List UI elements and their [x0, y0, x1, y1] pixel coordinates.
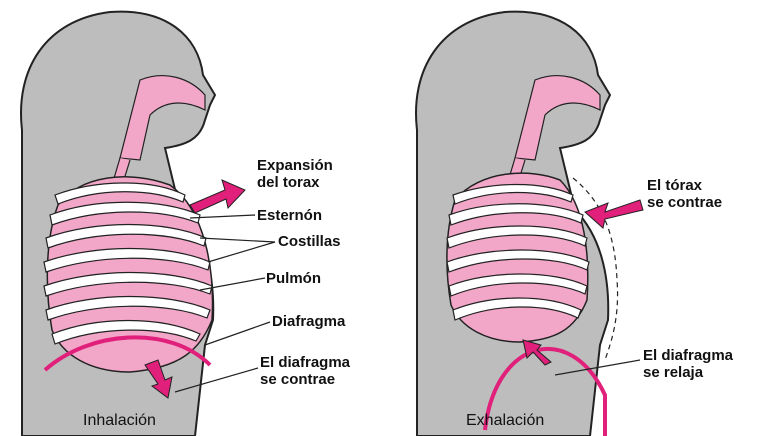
- caption-inhalation: Inhalación: [83, 412, 156, 430]
- label-lung: Pulmón: [266, 270, 321, 287]
- inhalation-figure: [21, 12, 275, 436]
- label-sternum: Esternón: [257, 207, 322, 224]
- label-diaphragm: Diafragma: [272, 313, 345, 330]
- caption-exhalation: Exhalación: [466, 412, 544, 430]
- label-ribs: Costillas: [278, 233, 341, 250]
- exhalation-figure: [416, 12, 643, 436]
- magenta-arrow-icon: [585, 200, 643, 228]
- label-thorax-contracts: El tórax se contrae: [647, 177, 722, 211]
- label-expansion: Expansión del torax: [257, 157, 333, 191]
- label-diaphragm-relaxes: El diafragma se relaja: [643, 347, 733, 381]
- label-diaphragm-contracts: El diafragma se contrae: [260, 354, 350, 388]
- magenta-arrow-icon: [190, 180, 245, 213]
